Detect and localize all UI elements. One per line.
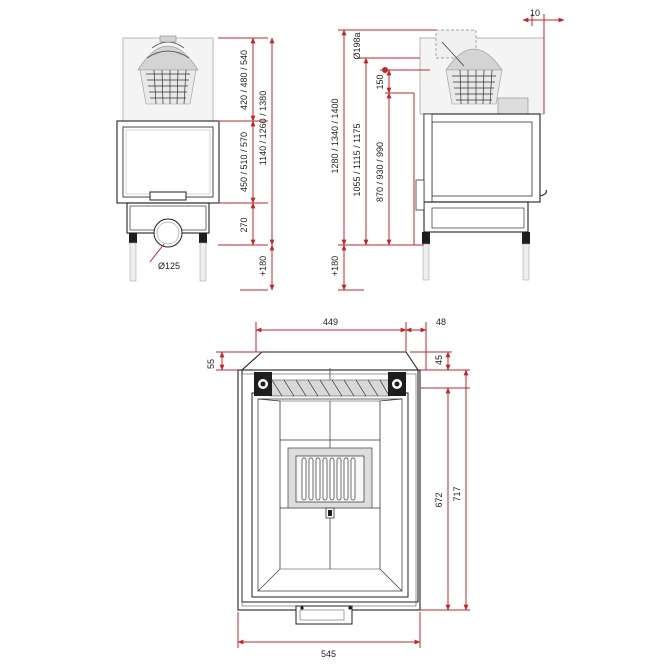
dim-plan-top-width: 449 [323,317,338,327]
front-door-handle [149,191,187,201]
plan-baffle [269,379,391,397]
dim-side-lower-height: 870 / 930 / 990 [375,142,385,202]
front-body [116,120,220,204]
dim-side-outlet-offset: 150 [375,74,385,89]
dim-side-total-height: 1280 / 1340 / 1400 [330,98,340,173]
dim-side-width-offset: 10 [530,8,540,18]
dim-front-top-height: 420 / 480 / 540 [239,50,249,110]
dim-front-total-body: 1140 / 1260 / 1380 [258,91,268,165]
dim-plan-total-width: 545 [321,649,336,659]
dim-side-mid-height: 1055 / 1115 / 1175 [352,123,362,196]
front-view: 420 / 480 / 540 450 / 510 / 570 270 1140… [116,35,275,291]
plan-front-handle [295,605,353,625]
dim-side-outlet-diameter: Ø198a [352,32,362,59]
dim-side-leg: +180 [330,256,340,276]
dim-front-base-height: 270 [239,217,249,232]
side-body [423,113,541,203]
dim-plan-inner-depth: 672 [434,492,444,507]
dim-plan-top-depth-left: 55 [206,359,216,369]
side-door-handle [539,189,547,197]
plan-view: 449 48 55 45 672 717 545 [206,317,470,659]
dim-front-door-height: 450 / 510 / 570 [239,132,249,192]
plan-grate [287,447,373,519]
side-dome [441,41,529,115]
dim-plan-top-depth-right: 45 [434,355,444,365]
front-dome [137,35,199,105]
side-view: 10 Ø198a 150 1280 / 1340 / 1400 1055 / 1… [330,8,565,291]
dim-plan-side-offset: 48 [436,317,446,327]
dim-front-flue-diameter: Ø125 [158,261,180,271]
dim-front-leg: +180 [258,256,268,276]
dim-plan-total-depth: 717 [452,486,462,501]
side-base [423,201,529,233]
plan-corner-brackets [254,372,406,396]
front-legs [129,233,207,282]
front-door-glass [122,126,214,198]
side-legs [422,232,530,281]
front-flue-outlet [153,218,183,248]
